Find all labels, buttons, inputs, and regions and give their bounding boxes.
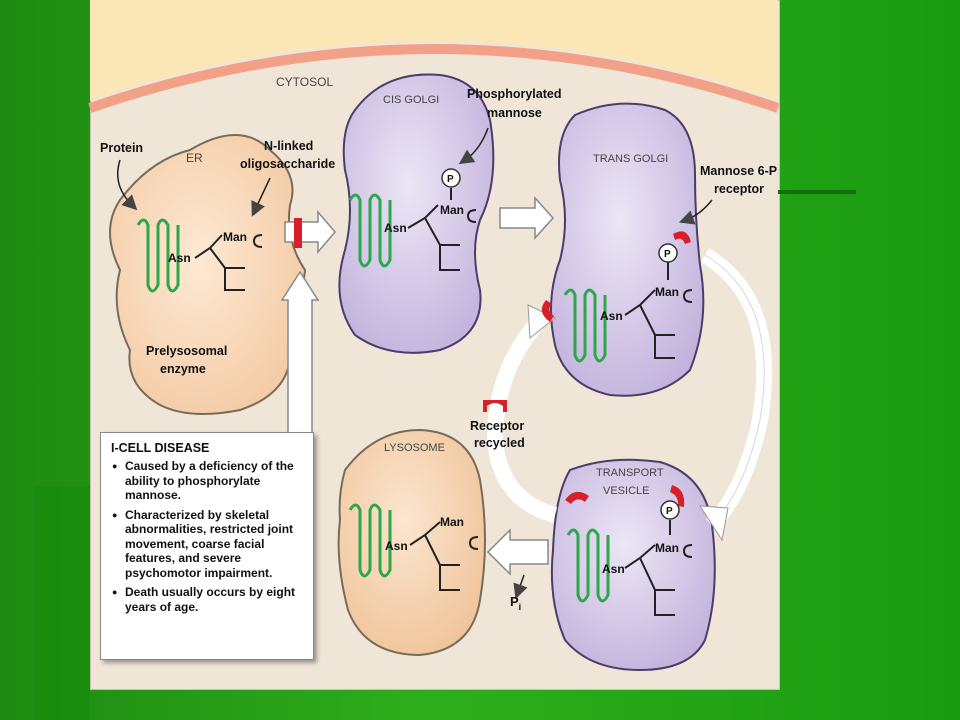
label-prelysosomal-1: Prelysosomal	[146, 344, 227, 358]
slide-bar-right	[778, 190, 856, 194]
label-p-cis: P	[447, 174, 454, 185]
label-prelysosomal-2: enzyme	[160, 362, 206, 376]
info-box-list: Caused by a deficiency of the ability to…	[101, 459, 313, 614]
cis-golgi-compartment	[338, 73, 495, 354]
label-man-vesicle: Man	[655, 541, 679, 555]
label-asn-vesicle: Asn	[602, 562, 625, 576]
phosphate-icons	[441, 168, 680, 520]
label-phosphorylated-2: mannose	[487, 106, 542, 120]
er-compartment	[109, 134, 307, 415]
label-protein: Protein	[100, 141, 143, 155]
label-n-linked-1: N-linked	[264, 139, 313, 153]
trans-golgi-compartment	[550, 102, 705, 397]
arrow-info-to-block	[280, 270, 320, 440]
label-receptor-1: Receptor	[470, 419, 524, 433]
i-cell-block-marker	[294, 218, 302, 248]
arrow-cis-to-trans	[499, 196, 555, 240]
label-lysosome: LYSOSOME	[384, 442, 445, 454]
arrow-trans-to-vesicle	[700, 248, 773, 531]
receptor-icons	[483, 231, 691, 507]
lysosome-compartment	[337, 428, 486, 657]
label-man-er: Man	[223, 230, 247, 244]
i-cell-disease-box: I-CELL DISEASE Caused by a deficiency of…	[100, 432, 314, 660]
slide-bar-left	[34, 486, 90, 720]
label-man-lysosome: Man	[440, 515, 464, 529]
label-phosphorylated-1: Phosphorylated	[467, 87, 561, 101]
label-asn-lysosome: Asn	[385, 539, 408, 553]
label-p-vesicle: P	[666, 506, 673, 517]
label-mannose6p-2: receptor	[714, 182, 764, 196]
protein-icons	[136, 193, 610, 603]
label-man-trans: Man	[655, 285, 679, 299]
label-receptor-2: recycled	[474, 436, 525, 450]
label-transport-2: VESICLE	[603, 485, 649, 497]
label-p-trans: P	[664, 249, 671, 260]
label-cytosol: CYTOSOL	[276, 75, 333, 89]
arrow-vesicle-to-lysosome	[486, 528, 549, 576]
label-mannose6p-1: Mannose 6-P	[700, 164, 777, 178]
info-bullet-3: Death usually occurs by eight years of a…	[112, 585, 305, 614]
arrow-receptor-recycled	[486, 314, 558, 523]
label-n-linked-2: oligosaccharide	[240, 157, 335, 171]
label-asn-cis: Asn	[384, 221, 407, 235]
plasma-membrane	[88, 44, 780, 113]
label-cis-golgi: CIS GOLGI	[383, 94, 439, 106]
info-bullet-2: Characterized by skeletal abnormalities,…	[112, 508, 305, 581]
label-man-cis: Man	[440, 203, 464, 217]
label-asn-er: Asn	[168, 251, 191, 265]
label-transport-1: TRANSPORT	[596, 467, 664, 479]
label-pi: Pi	[510, 594, 521, 612]
label-trans-golgi: TRANS GOLGI	[593, 153, 668, 165]
label-asn-trans: Asn	[600, 309, 623, 323]
label-er: ER	[186, 151, 203, 165]
info-box-title: I-CELL DISEASE	[111, 441, 210, 455]
extracellular-region	[90, 0, 778, 100]
info-bullet-1: Caused by a deficiency of the ability to…	[112, 459, 305, 503]
oligosaccharide-structures	[194, 204, 675, 616]
